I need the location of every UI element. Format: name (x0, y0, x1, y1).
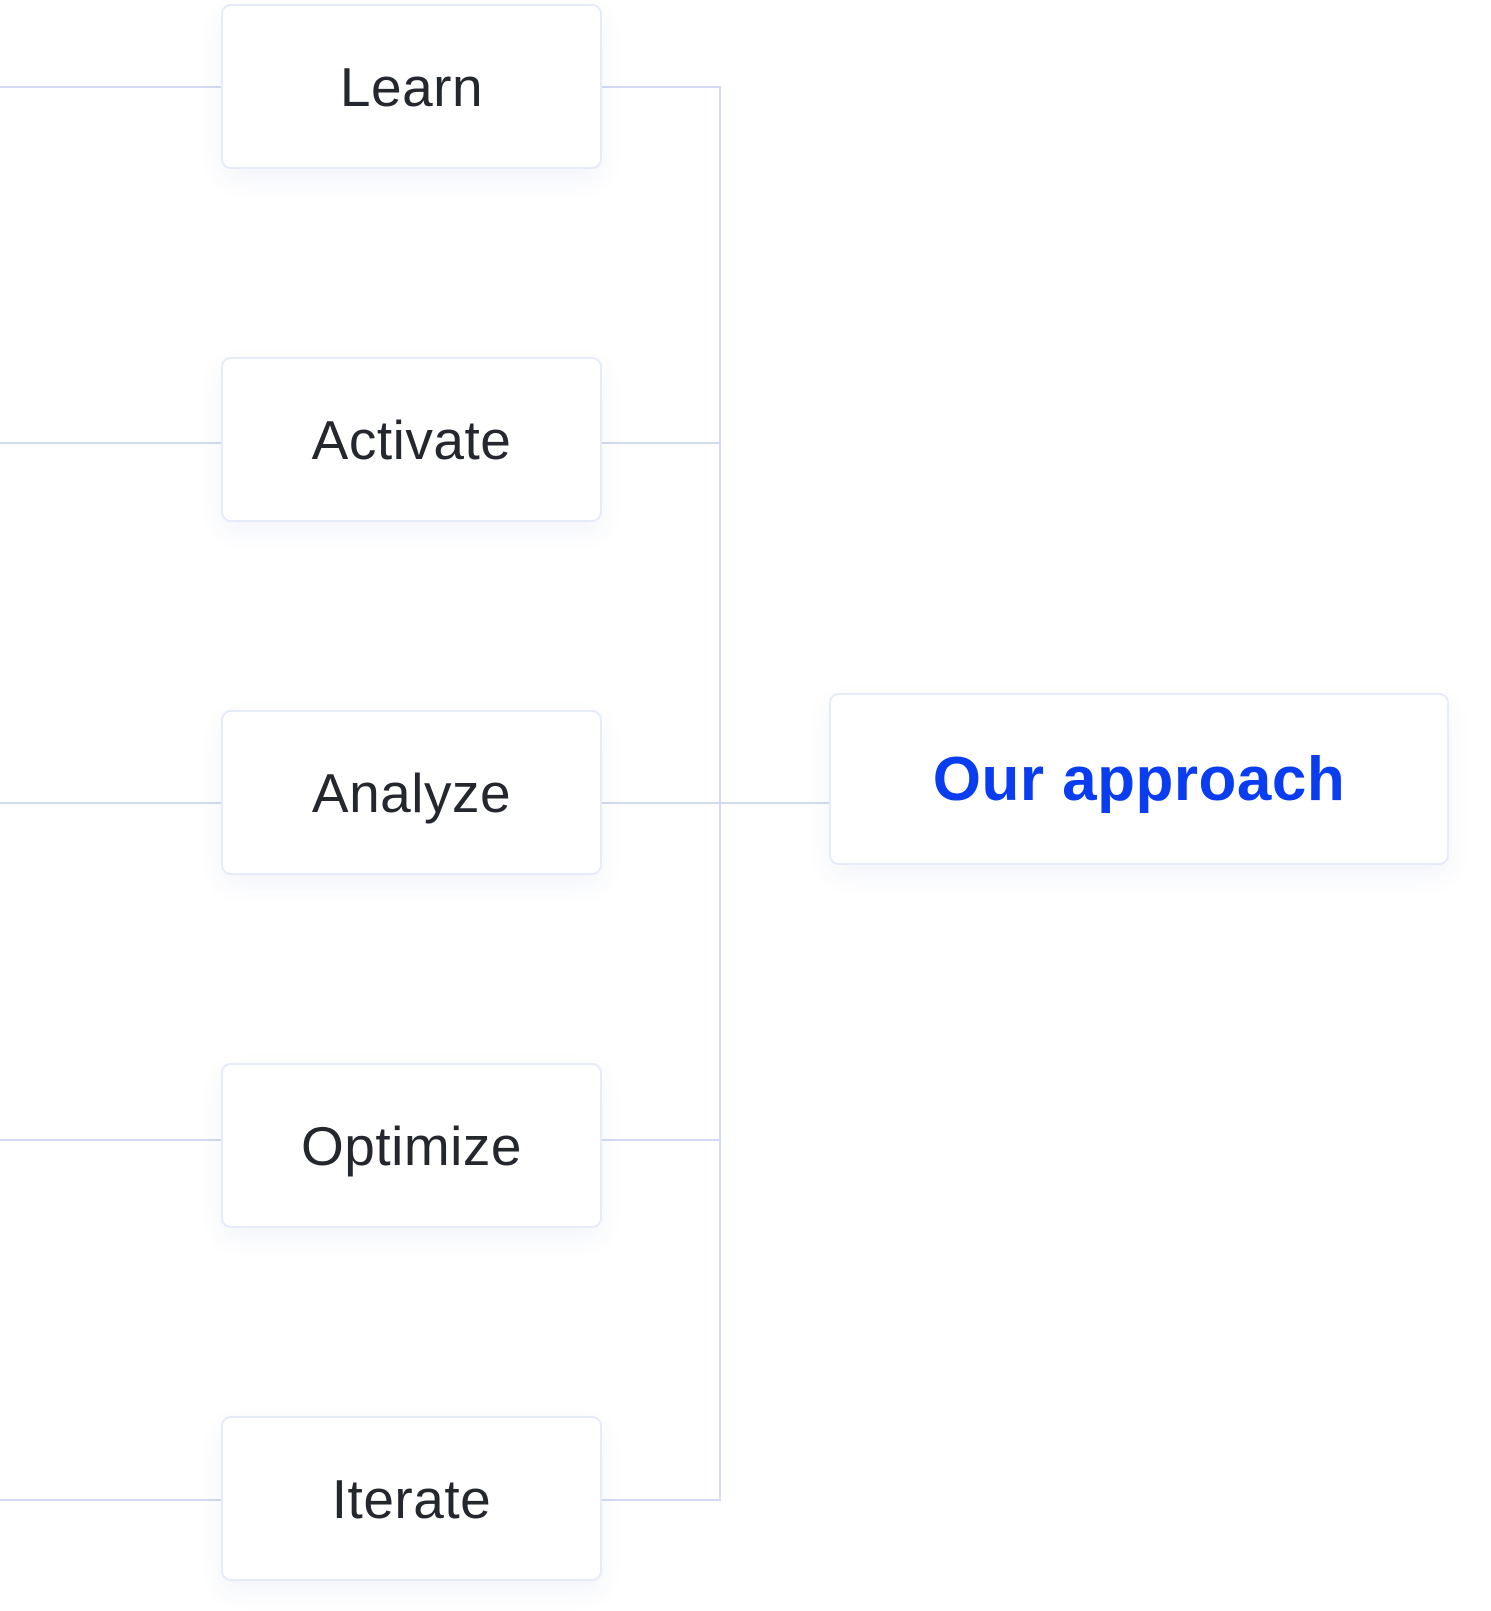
step-analyze: Analyze (221, 710, 602, 875)
step-label: Activate (311, 408, 512, 471)
step-label: Analyze (311, 761, 512, 824)
step-label: Learn (339, 55, 484, 118)
step-optimize: Optimize (221, 1063, 602, 1228)
step-iterate: Iterate (221, 1416, 602, 1581)
step-learn: Learn (221, 4, 602, 169)
our-approach-label: Our approach (932, 744, 1346, 814)
step-label: Optimize (301, 1114, 522, 1177)
step-label: Iterate (331, 1467, 492, 1530)
step-activate: Activate (221, 357, 602, 522)
our-approach-box: Our approach (829, 693, 1449, 865)
